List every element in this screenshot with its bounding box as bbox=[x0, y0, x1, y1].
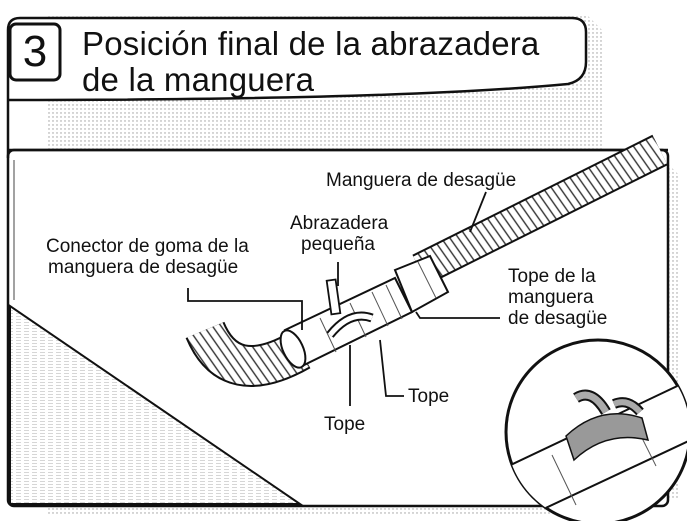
title-line-1: Posición final de la abrazadera bbox=[82, 25, 540, 62]
label-drain-hose: Manguera de desagüe bbox=[326, 170, 517, 191]
label-hose-stop-line-2: manguera bbox=[508, 287, 594, 308]
floor-area bbox=[9, 304, 304, 505]
label-hose-stop: Tope de la manguera de desagüe bbox=[508, 266, 607, 329]
label-small-clamp-line-1: Abrazadera bbox=[290, 213, 389, 234]
step-number: 3 bbox=[22, 27, 48, 76]
label-stop-right: Tope bbox=[408, 386, 450, 407]
page-title: Posición final de la abrazadera de la ma… bbox=[82, 26, 540, 98]
small-clamp bbox=[325, 278, 374, 338]
label-rubber-connector-line-2: manguera de desagüe bbox=[48, 257, 239, 278]
label-hose-stop-line-3: de desagüe bbox=[508, 308, 608, 329]
title-line-2: de la manguera bbox=[82, 61, 315, 98]
label-small-clamp-line-2: pequeña bbox=[301, 234, 375, 255]
leader-lines bbox=[187, 191, 500, 406]
label-rubber-connector: Conector de goma de la manguera de desag… bbox=[46, 236, 249, 278]
label-small-clamp: Abrazadera pequeña bbox=[290, 213, 389, 255]
step-number-box bbox=[8, 22, 62, 82]
label-hose-stop-line-1: Tope de la bbox=[508, 266, 596, 287]
label-stop-bottom: Tope bbox=[324, 414, 366, 435]
label-rubber-connector-line-1: Conector de goma de la bbox=[46, 236, 249, 257]
title-tab bbox=[6, 16, 588, 158]
